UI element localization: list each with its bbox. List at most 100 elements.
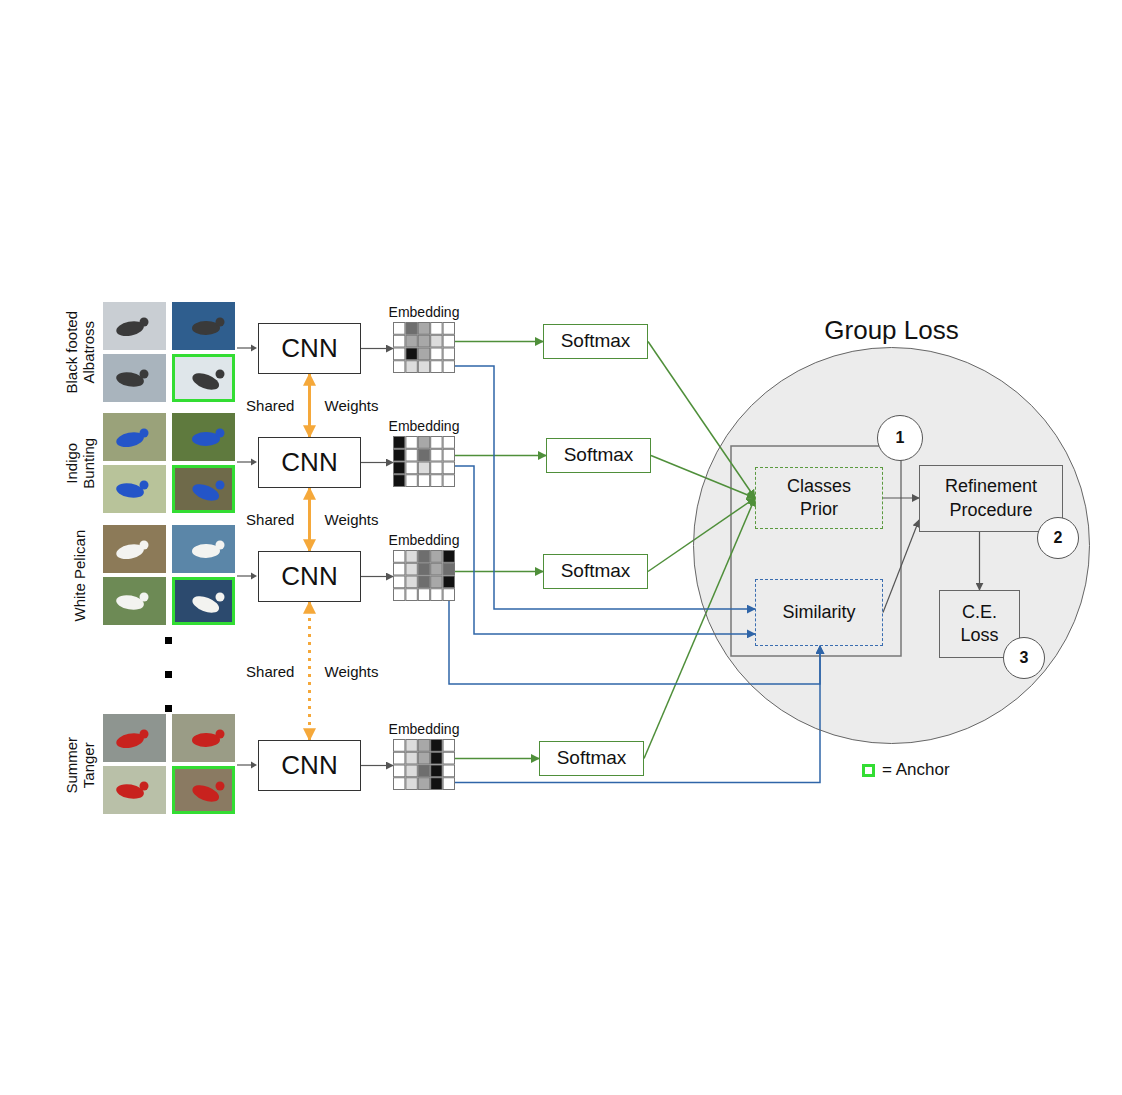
embedding-cell (418, 323, 429, 335)
bird-head (216, 782, 225, 791)
embedding-cell (431, 462, 442, 474)
connector (644, 498, 755, 759)
embedding-cell (394, 323, 405, 335)
embedding-matrix: Embedding (393, 550, 455, 601)
input-arrowhead (251, 573, 257, 580)
bird-photo (103, 525, 166, 573)
embedding-cell (418, 589, 429, 601)
embedding-cell (394, 348, 405, 360)
embedding-matrix: Embedding (393, 739, 455, 790)
bird-head (216, 370, 225, 379)
embedding-cell (431, 563, 442, 575)
embedding-cell (431, 765, 442, 777)
bird-photo (103, 302, 166, 350)
bird-head (216, 593, 225, 602)
class-name: White Pelican (71, 530, 88, 622)
embedding-cell (394, 335, 405, 347)
bird-head (140, 429, 149, 438)
embedding-cell (406, 765, 417, 777)
bird-photo (172, 465, 235, 513)
embedding-cell (443, 740, 454, 752)
bird-head (216, 481, 225, 490)
embedding-cell (418, 475, 429, 487)
embedding-cell (406, 576, 417, 588)
connector (455, 571, 543, 573)
connector (455, 466, 755, 634)
embedding-grid (393, 739, 455, 790)
anchor-frame (174, 768, 234, 813)
embedding-cell (394, 563, 405, 575)
node-text: C.E. Loss (954, 601, 1006, 648)
node-text: Embedding (389, 721, 460, 737)
node-text: Embedding (389, 304, 460, 320)
anchor-frame (174, 356, 234, 401)
embedding-cell (418, 449, 429, 461)
similarity-box: Similarity (755, 579, 883, 646)
embedding-cell (443, 361, 454, 373)
anchor-frame (174, 467, 234, 512)
connector (455, 366, 755, 609)
embedding-cell (406, 449, 417, 461)
embedding-grid (393, 322, 455, 373)
connector (648, 342, 755, 499)
bird-head (216, 318, 225, 327)
embedding-cell (418, 740, 429, 752)
embedding-cell (443, 323, 454, 335)
embedding-cell (443, 765, 454, 777)
embedding-cell (443, 437, 454, 449)
edge-label: Shared Weights (246, 397, 378, 414)
embedding-cell (418, 778, 429, 790)
edge-label: Shared Weights (246, 663, 378, 680)
embedding-cell (406, 348, 417, 360)
legend-swatch (862, 764, 875, 777)
embedding-cell (418, 563, 429, 575)
node-text: CNN (281, 446, 337, 480)
connector (361, 462, 393, 463)
embedding-cell (431, 449, 442, 461)
embedding-cell (406, 361, 417, 373)
node-text: Group Loss (824, 315, 958, 346)
node-text: Embedding (389, 418, 460, 434)
input-arrowhead (251, 345, 257, 352)
embedding-cell (406, 323, 417, 335)
class-name: Summer Tanger (63, 719, 98, 811)
embedding-cell (406, 335, 417, 347)
embedding-cell (443, 335, 454, 347)
bird-head (140, 370, 149, 379)
node-text: Softmax (561, 329, 631, 354)
bird-photo (103, 354, 166, 402)
node-text: CNN (281, 749, 337, 783)
input-arrowhead (251, 762, 257, 769)
input-arrow (237, 461, 252, 462)
callout-number: 1 (877, 415, 923, 461)
ellipsis-dot (165, 671, 172, 678)
embedding-cell (394, 551, 405, 563)
embedding-cell (431, 361, 442, 373)
embedding-cell (394, 462, 405, 474)
bird-photo (172, 413, 235, 461)
softmax-box: Softmax (546, 438, 651, 473)
connector (455, 341, 543, 343)
embedding-cell (431, 576, 442, 588)
embedding-cell (394, 765, 405, 777)
embedding-cell (418, 335, 429, 347)
bird-head (216, 541, 225, 550)
embedding-cell (443, 563, 454, 575)
embedding-cell (443, 778, 454, 790)
bird-photo (172, 766, 235, 814)
input-arrow (237, 575, 252, 576)
embedding-cell (394, 740, 405, 752)
bird-head (140, 593, 149, 602)
bird-head (140, 481, 149, 490)
embedding-cell (394, 449, 405, 461)
embedding-cell (431, 348, 442, 360)
node-text: Similarity (782, 601, 855, 624)
connector (361, 765, 393, 766)
embedding-cell (406, 475, 417, 487)
cnn-box: CNN (258, 437, 361, 488)
embedding-grid (393, 436, 455, 487)
input-arrow (237, 347, 252, 348)
bird-head (216, 730, 225, 739)
connector (979, 532, 980, 590)
